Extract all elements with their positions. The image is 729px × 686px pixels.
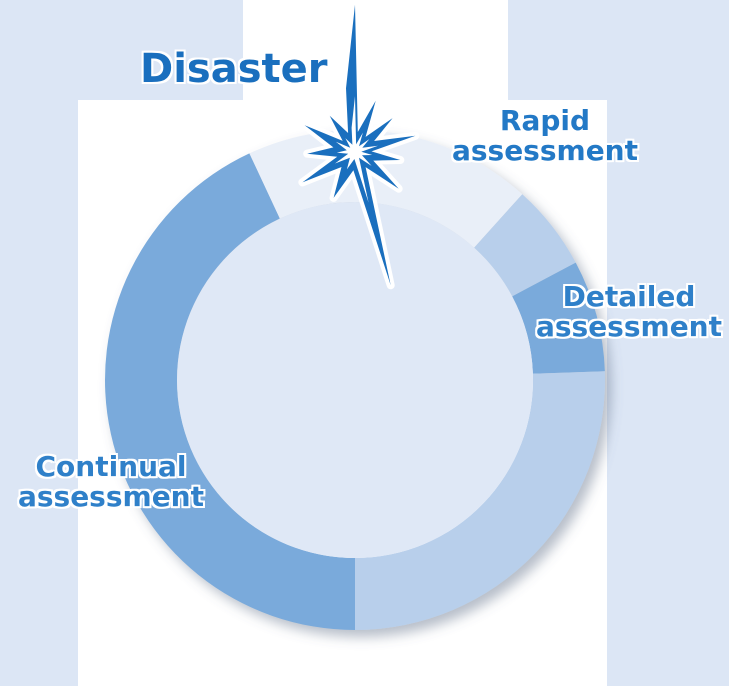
ring — [104, 130, 605, 631]
continual-assessment-label: Continual assessment — [17, 450, 205, 514]
ring-segment-continual — [104, 153, 355, 631]
ring-inner-disc — [177, 202, 533, 558]
ring-segment-rapid — [474, 194, 576, 297]
disaster-title: Disaster — [140, 46, 328, 92]
ring-segment-detailed — [512, 262, 605, 374]
burst-star-icon — [298, 0, 420, 290]
ring-segment-continual-light — [355, 371, 605, 631]
detailed-assessment-label: Detailed assessment — [535, 280, 723, 344]
ring-segment-rapid-pale — [249, 130, 523, 248]
rapid-assessment-label: Rapid assessment — [451, 104, 639, 168]
